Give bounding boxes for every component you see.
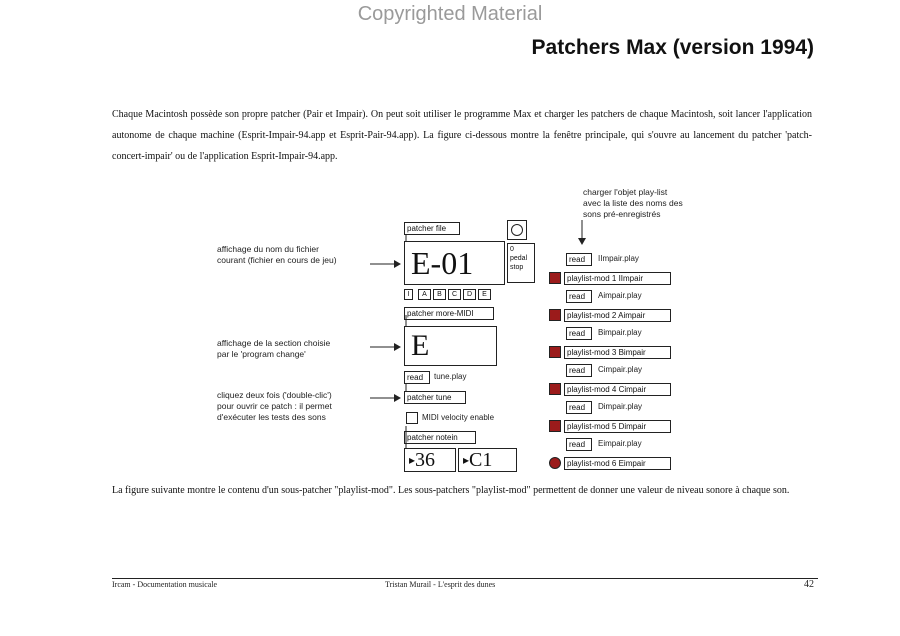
object-label: playlist-mod 5 Dimpair (567, 422, 647, 431)
note-number-box[interactable]: ▸36 (404, 448, 456, 472)
object-label: read (569, 255, 586, 264)
object-label: read (569, 403, 586, 412)
tune-play-label: tune.play (434, 372, 467, 381)
section-button-i[interactable]: I (404, 289, 413, 300)
annotation-line: courant (fichier en cours de jeu) (217, 255, 337, 265)
page-title: Patchers Max (version 1994) (531, 36, 814, 59)
bang-icon[interactable] (549, 346, 561, 358)
object-label: patcher more-MIDI (407, 309, 474, 318)
triangle-icon: ▸ (409, 453, 416, 467)
second-paragraph: La figure suivante montre le contenu d'u… (112, 485, 790, 496)
annotation-line: cliquez deux fois ('double-clic') (217, 390, 332, 400)
circle-icon (511, 224, 523, 236)
playlist-mod-object[interactable]: playlist-mod 6 Eimpair (564, 457, 671, 470)
object-label: patcher tune (407, 393, 452, 402)
note-value: C1 (469, 449, 493, 471)
patcher-file-object[interactable]: patcher file (404, 222, 460, 235)
object-label: playlist-mod 3 Bimpair (567, 348, 646, 357)
object-label: read (407, 373, 424, 382)
annotation-line: affichage du nom du fichier (217, 244, 319, 254)
read-button[interactable]: read (566, 290, 592, 303)
bang-icon[interactable] (549, 420, 561, 432)
object-label: patcher file (407, 224, 447, 233)
object-label: patcher notein (407, 433, 458, 442)
footer-divider (112, 578, 818, 579)
patch-cords (405, 235, 407, 448)
annotation-line: avec la liste des noms des (583, 198, 683, 208)
playlist-mod-object[interactable]: playlist-mod 4 Cimpair (564, 383, 671, 396)
read-button[interactable]: read (566, 253, 592, 266)
playlist-mod-object[interactable]: playlist-mod 1 IImpair (564, 272, 671, 285)
annotation-line: d'exécuter les tests des sons (217, 412, 326, 422)
object-label: read (569, 440, 586, 449)
section-button-e[interactable]: E (478, 289, 491, 300)
midi-velocity-label: MIDI velocity enable (422, 413, 495, 422)
pedal-label: pedal (510, 255, 528, 262)
annotation-playlist: charger l'objet play-list avec la liste … (583, 187, 683, 220)
pedal-label: stop (510, 264, 524, 271)
section-button-c[interactable]: C (448, 289, 461, 300)
read-tune-button[interactable]: read (404, 371, 430, 384)
playlist-file-label: IImpair.play (598, 254, 639, 263)
intro-paragraph: Chaque Macintosh possède son propre patc… (112, 109, 812, 162)
annotation-file: affichage du nom du fichier courant (fic… (217, 244, 337, 266)
patcher-tune-object[interactable]: patcher tune (404, 391, 466, 404)
copyright-watermark: Copyrighted Material (357, 3, 543, 25)
number-value: 36 (415, 449, 436, 471)
object-label: playlist-mod 4 Cimpair (567, 385, 647, 394)
annotation-line: affichage de la section choisie (217, 338, 331, 348)
object-label: read (569, 292, 586, 301)
patcher-more-midi-object[interactable]: patcher more-MIDI (404, 307, 494, 320)
object-label: playlist-mod 6 Eimpair (567, 459, 646, 468)
midi-velocity-checkbox[interactable] (406, 412, 418, 424)
section-button-d[interactable]: D (463, 289, 476, 300)
object-label: read (569, 329, 586, 338)
bang-icon[interactable] (549, 383, 561, 395)
playlist-file-label: Cimpair.play (598, 365, 643, 374)
arrow-right-icon (370, 343, 401, 351)
read-button[interactable]: read (566, 438, 592, 451)
read-button[interactable]: read (566, 401, 592, 414)
playlist-file-label: Eimpair.play (598, 439, 642, 448)
patcher-notein-object[interactable]: patcher notein (404, 431, 476, 444)
note-name-box[interactable]: ▸C1 (458, 448, 517, 472)
annotation-line: pour ouvrir ce patch : il permet (217, 401, 332, 411)
pedal-stop-box[interactable]: 0 pedal stop (507, 243, 535, 283)
pedal-toggle[interactable] (507, 220, 527, 240)
triangle-icon: ▸ (463, 453, 470, 467)
playlist-file-label: Bimpair.play (598, 328, 642, 337)
annotation-line: charger l'objet play-list (583, 187, 668, 197)
annotation-line: sons pré-enregistrés (583, 209, 661, 219)
bang-icon[interactable] (549, 457, 561, 469)
arrow-down-icon (578, 220, 586, 245)
pedal-label: 0 (510, 246, 514, 253)
annotation-line: par le 'program change' (217, 349, 306, 359)
footer-left: Ircam - Documentation musicale (112, 580, 218, 589)
playlist-mod-object[interactable]: playlist-mod 2 Aimpair (564, 309, 671, 322)
read-button[interactable]: read (566, 327, 592, 340)
section-button-a[interactable]: A (418, 289, 431, 300)
read-button[interactable]: read (566, 364, 592, 377)
arrow-right-icon (370, 394, 401, 402)
object-label: playlist-mod 2 Aimpair (567, 311, 646, 320)
arrow-right-icon (370, 260, 401, 268)
object-label: playlist-mod 1 IImpair (567, 274, 644, 283)
playlist-mod-object[interactable]: playlist-mod 3 Bimpair (564, 346, 671, 359)
annotation-doubleclick: cliquez deux fois ('double-clic') pour o… (217, 390, 332, 423)
section-button-b[interactable]: B (433, 289, 446, 300)
page-number: 42 (804, 579, 814, 590)
annotation-section: affichage de la section choisie par le '… (217, 338, 330, 360)
bang-icon[interactable] (549, 272, 561, 284)
footer-center: Tristan Murail - L'esprit des dunes (385, 580, 496, 589)
bang-icon[interactable] (549, 309, 561, 321)
playlist-file-label: Dimpair.play (598, 402, 643, 411)
section-display: E (404, 326, 497, 366)
playlist-file-label: Aimpair.play (598, 291, 642, 300)
file-name-display: E-01 (404, 241, 505, 285)
playlist-mod-object[interactable]: playlist-mod 5 Dimpair (564, 420, 671, 433)
object-label: read (569, 366, 586, 375)
